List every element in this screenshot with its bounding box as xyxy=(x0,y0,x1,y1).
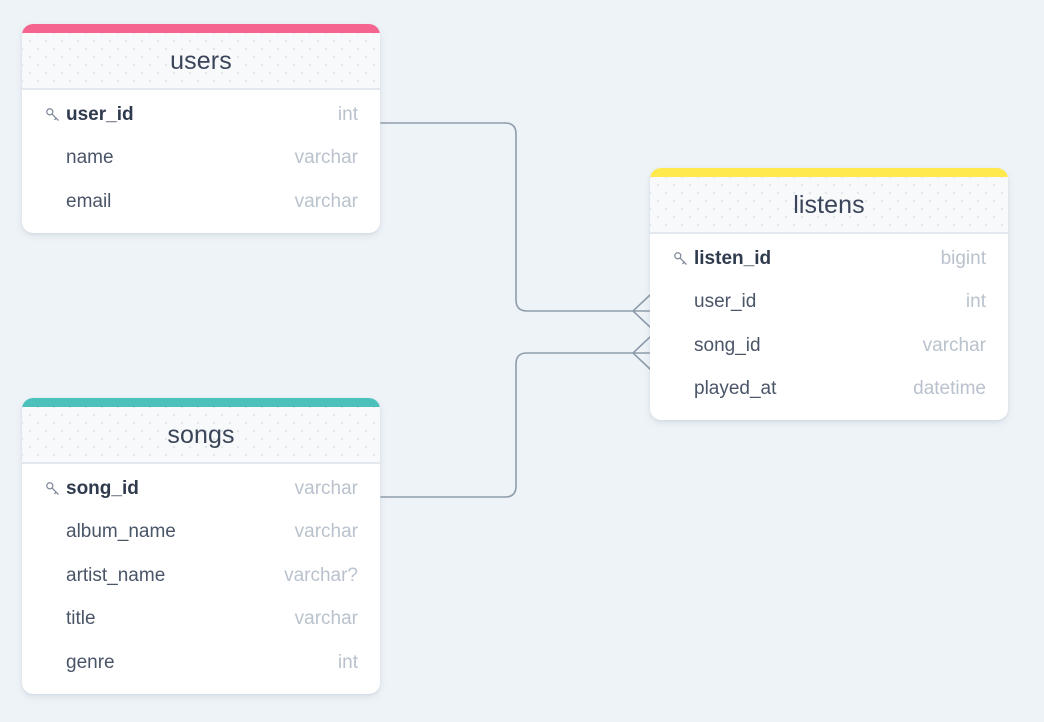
field-type: varchar xyxy=(294,147,358,169)
field-row-email[interactable]: email varchar xyxy=(22,180,380,224)
field-row-played-at[interactable]: played_at datetime xyxy=(650,368,1008,412)
field-name: listen_id xyxy=(694,247,772,269)
entity-table-listens[interactable]: listens listen_id bigint user_id int xyxy=(650,168,1008,420)
field-row-listen-id[interactable]: listen_id bigint xyxy=(650,237,1008,281)
field-type: varchar? xyxy=(284,564,358,586)
entity-title-bar-users[interactable]: users xyxy=(22,33,380,90)
field-list-listens: listen_id bigint user_id int song_id var… xyxy=(650,234,1008,420)
field-row-user-id[interactable]: user_id int xyxy=(22,93,380,137)
primary-key-icon xyxy=(44,480,66,497)
field-name: user_id xyxy=(66,103,134,125)
primary-key-icon xyxy=(672,250,694,267)
field-name: email xyxy=(66,190,112,212)
field-list-users: user_id int name varchar email varchar xyxy=(22,90,380,233)
field-row-artist-name[interactable]: artist_name varchar? xyxy=(22,554,380,598)
field-row-genre[interactable]: genre int xyxy=(22,641,380,685)
field-row-title[interactable]: title varchar xyxy=(22,598,380,642)
field-row-song-id[interactable]: song_id varchar xyxy=(22,467,380,511)
field-type: int xyxy=(337,103,358,125)
field-type: varchar xyxy=(294,477,358,499)
field-type: datetime xyxy=(913,378,986,400)
field-name: genre xyxy=(66,651,115,673)
entity-table-users[interactable]: users user_id int name varchar xyxy=(22,24,380,233)
field-type: int xyxy=(337,651,358,673)
crows-foot-icon xyxy=(632,336,651,370)
field-row-song-id[interactable]: song_id varchar xyxy=(650,324,1008,368)
relationship-users-listens[interactable] xyxy=(380,122,651,328)
entity-accent-bar-listens xyxy=(650,168,1008,177)
field-name: song_id xyxy=(66,477,139,499)
field-name: name xyxy=(66,147,114,169)
field-name: album_name xyxy=(66,521,176,543)
relationship-songs-listens[interactable] xyxy=(380,336,651,498)
entity-title-bar-listens[interactable]: listens xyxy=(650,177,1008,234)
field-name: artist_name xyxy=(66,564,166,586)
field-name: played_at xyxy=(694,378,777,400)
entity-accent-bar-songs xyxy=(22,398,380,407)
field-type: bigint xyxy=(940,247,986,269)
entity-accent-bar-users xyxy=(22,24,380,33)
entity-title-songs: songs xyxy=(167,421,235,449)
field-row-user-id[interactable]: user_id int xyxy=(650,281,1008,325)
crows-foot-icon xyxy=(632,294,651,328)
field-name: user_id xyxy=(694,291,757,313)
entity-title-bar-songs[interactable]: songs xyxy=(22,407,380,464)
field-type: varchar xyxy=(294,521,358,543)
field-row-name[interactable]: name varchar xyxy=(22,137,380,181)
field-row-album-name[interactable]: album_name varchar xyxy=(22,511,380,555)
field-type: int xyxy=(965,291,986,313)
entity-title-listens: listens xyxy=(793,191,865,219)
field-type: varchar xyxy=(294,608,358,630)
field-name: title xyxy=(66,608,96,630)
primary-key-icon xyxy=(44,106,66,123)
field-type: varchar xyxy=(294,190,358,212)
entity-table-songs[interactable]: songs song_id varchar album_name varchar xyxy=(22,398,380,694)
field-list-songs: song_id varchar album_name varchar artis… xyxy=(22,464,380,694)
field-type: varchar xyxy=(922,334,986,356)
entity-title-users: users xyxy=(170,47,232,75)
field-name: song_id xyxy=(694,334,761,356)
